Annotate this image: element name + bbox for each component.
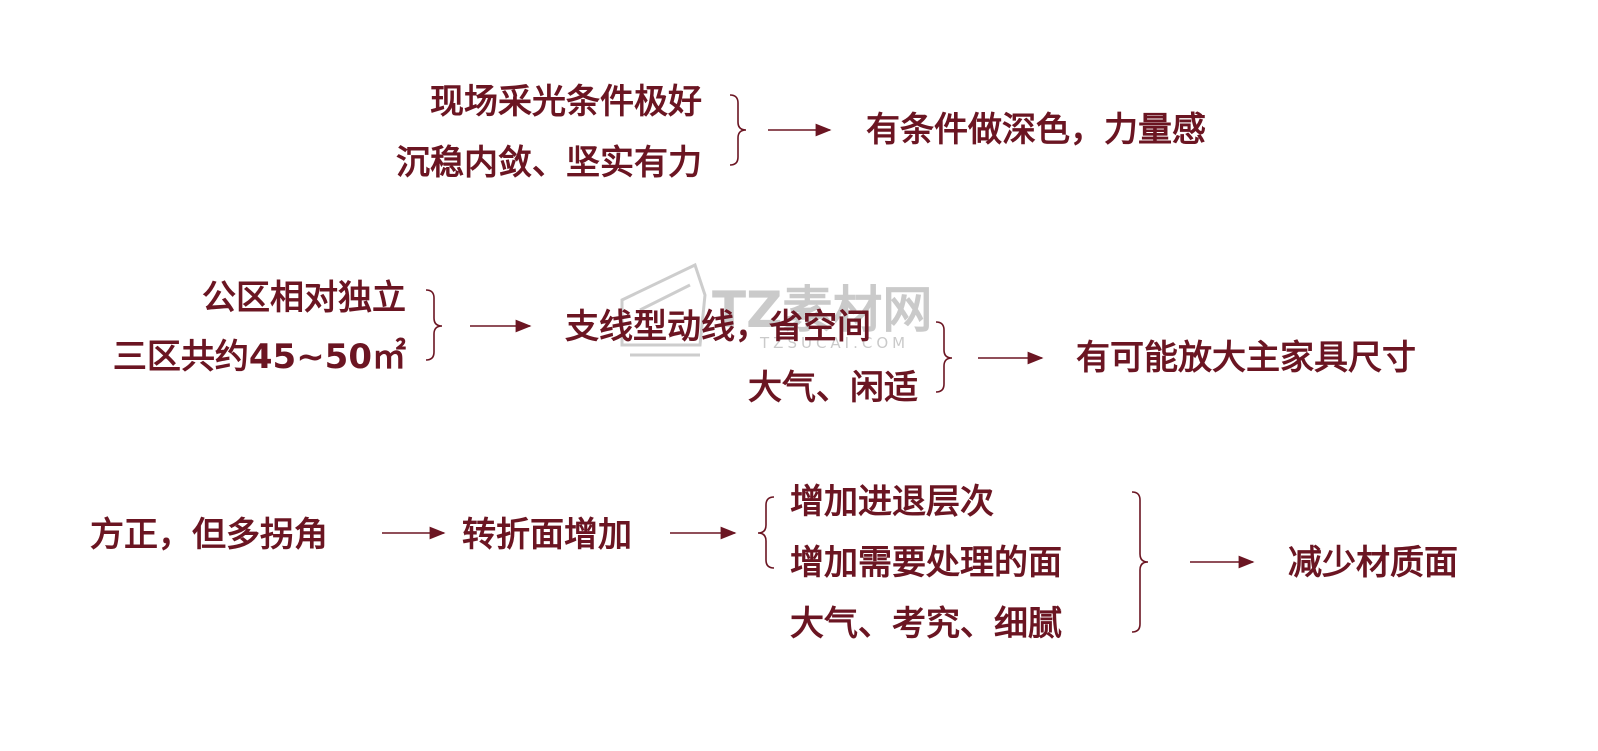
row1-input-1: 现场采光条件极好 [430,82,702,122]
row2-left-brace [425,289,443,361]
row2-result: 有可能放大主家具尺寸 [1076,338,1416,378]
row3-branch-3: 大气、考究、细腻 [790,604,1062,644]
row1-brace [729,94,747,166]
watermark-brand: TZ素材网 [712,281,933,339]
row2-right-brace [935,321,953,393]
row3-start: 方正，但多拐角 [90,515,328,555]
row2-input-1: 公区相对独立 [202,278,406,318]
row3-step: 转折面增加 [462,515,632,555]
row2-middle-2: 大气、闲适 [748,368,918,408]
row3-result: 减少材质面 [1288,543,1458,583]
row3-branch-2: 增加需要处理的面 [790,543,1062,583]
row3-left-brace [757,496,775,569]
watermark-url: TZSUCAI.COM [760,334,910,352]
row1-result: 有条件做深色，力量感 [866,110,1206,150]
row3-branch-1: 增加进退层次 [790,482,994,522]
watermark-logo-icon [620,262,707,357]
row1-input-2: 沉稳内敛、坚实有力 [396,143,702,183]
row2-input-2: 三区共约45~50㎡ [112,337,406,377]
row2-middle-1: 支线型动线，省空间 [565,307,871,347]
row3-right-brace [1131,491,1149,633]
